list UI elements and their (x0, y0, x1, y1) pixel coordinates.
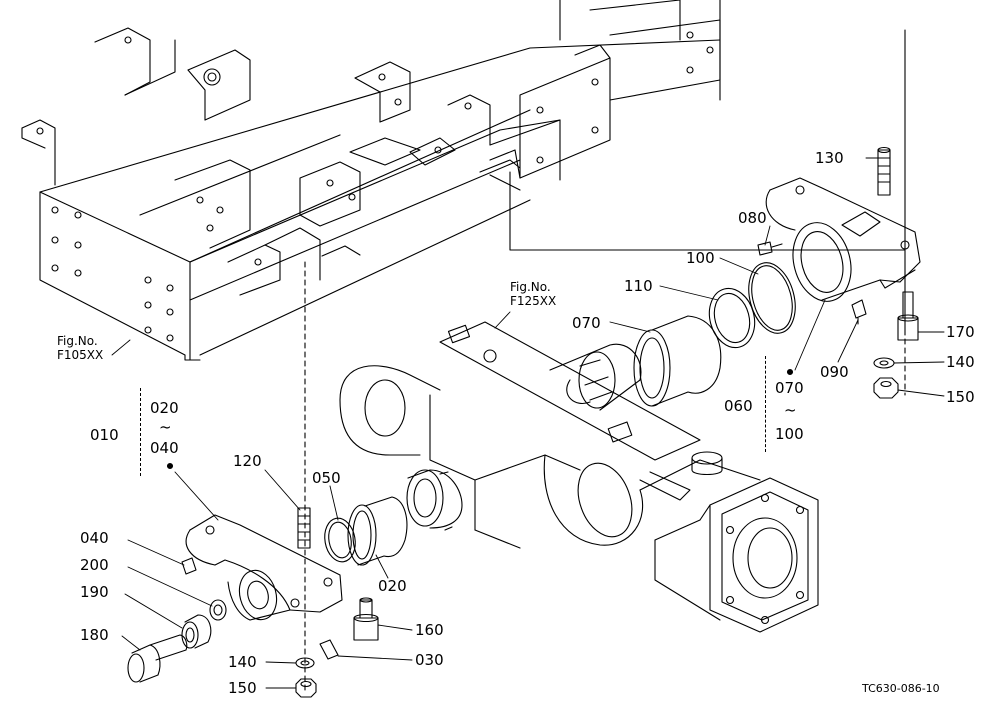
drawing-code: TC630-086-10 (862, 682, 940, 695)
axle-housing (339, 321, 819, 633)
group-dot (786, 368, 794, 376)
washer-140-right (873, 357, 895, 369)
part-label-140: 140 (946, 353, 975, 371)
bracket-010 (185, 514, 343, 621)
part-label-180: 180 (80, 626, 109, 644)
ring-050 (324, 517, 356, 563)
bolt-170 (897, 291, 919, 341)
bushing-070 (633, 315, 722, 407)
figure-ref-frame: Fig.No. F105XX (57, 334, 103, 362)
bolt-180 (127, 634, 188, 683)
part-label-150: 150 (946, 388, 975, 406)
figure-ref-label: Fig.No. (510, 280, 551, 294)
grease-nipple-080 (757, 241, 783, 256)
part-label-170: 170 (946, 323, 975, 341)
part-label-040: 040 (150, 439, 179, 457)
part-label-090: 090 (820, 363, 849, 381)
part-label-100: 100 (686, 249, 715, 267)
part-label-030: 030 (415, 651, 444, 669)
part-label-020: 020 (150, 399, 179, 417)
part-label-040: 040 (80, 529, 109, 547)
range-tilde: ~ (784, 401, 797, 419)
bushing-020 (347, 496, 408, 566)
part-label-150: 150 (228, 679, 257, 697)
group-dot (166, 462, 174, 470)
stud-120 (297, 507, 311, 549)
grease-nipple-040 (181, 557, 197, 575)
figure-ref-number: F125XX (510, 294, 557, 308)
oring-100 (748, 262, 796, 334)
frame-assembly (21, 0, 906, 361)
bracket-060 (765, 177, 921, 302)
grease-nipple-090 (851, 299, 867, 325)
part-label-160: 160 (415, 621, 444, 639)
leader-lines (111, 157, 945, 689)
range-tilde: ~ (159, 418, 172, 436)
nut-150-lower (295, 678, 317, 698)
part-label-070: 070 (572, 314, 601, 332)
part-label-060: 060 (724, 397, 753, 415)
nut-150-right (873, 377, 899, 399)
part-label-200: 200 (80, 556, 109, 574)
part-label-010: 010 (90, 426, 119, 444)
group-bracket (765, 356, 766, 452)
grease-nipple-030 (319, 639, 339, 660)
part-label-190: 190 (80, 583, 109, 601)
washer-200 (209, 599, 227, 621)
part-label-070: 070 (775, 379, 804, 397)
part-label-110: 110 (624, 277, 653, 295)
collar-190 (181, 614, 212, 649)
figure-ref-number: F105XX (57, 348, 104, 362)
figure-ref-label: Fig.No. (57, 334, 98, 348)
part-label-050: 050 (312, 469, 341, 487)
part-label-080: 080 (738, 209, 767, 227)
part-label-020: 020 (378, 577, 407, 595)
part-label-120: 120 (233, 452, 262, 470)
part-label-140: 140 (228, 653, 257, 671)
group-bracket (140, 388, 141, 476)
part-label-130: 130 (815, 149, 844, 167)
bolt-160 (353, 597, 379, 641)
figure-ref-axle: Fig.No. F125XX (510, 280, 556, 308)
stud-130 (877, 146, 891, 196)
part-label-100: 100 (775, 425, 804, 443)
